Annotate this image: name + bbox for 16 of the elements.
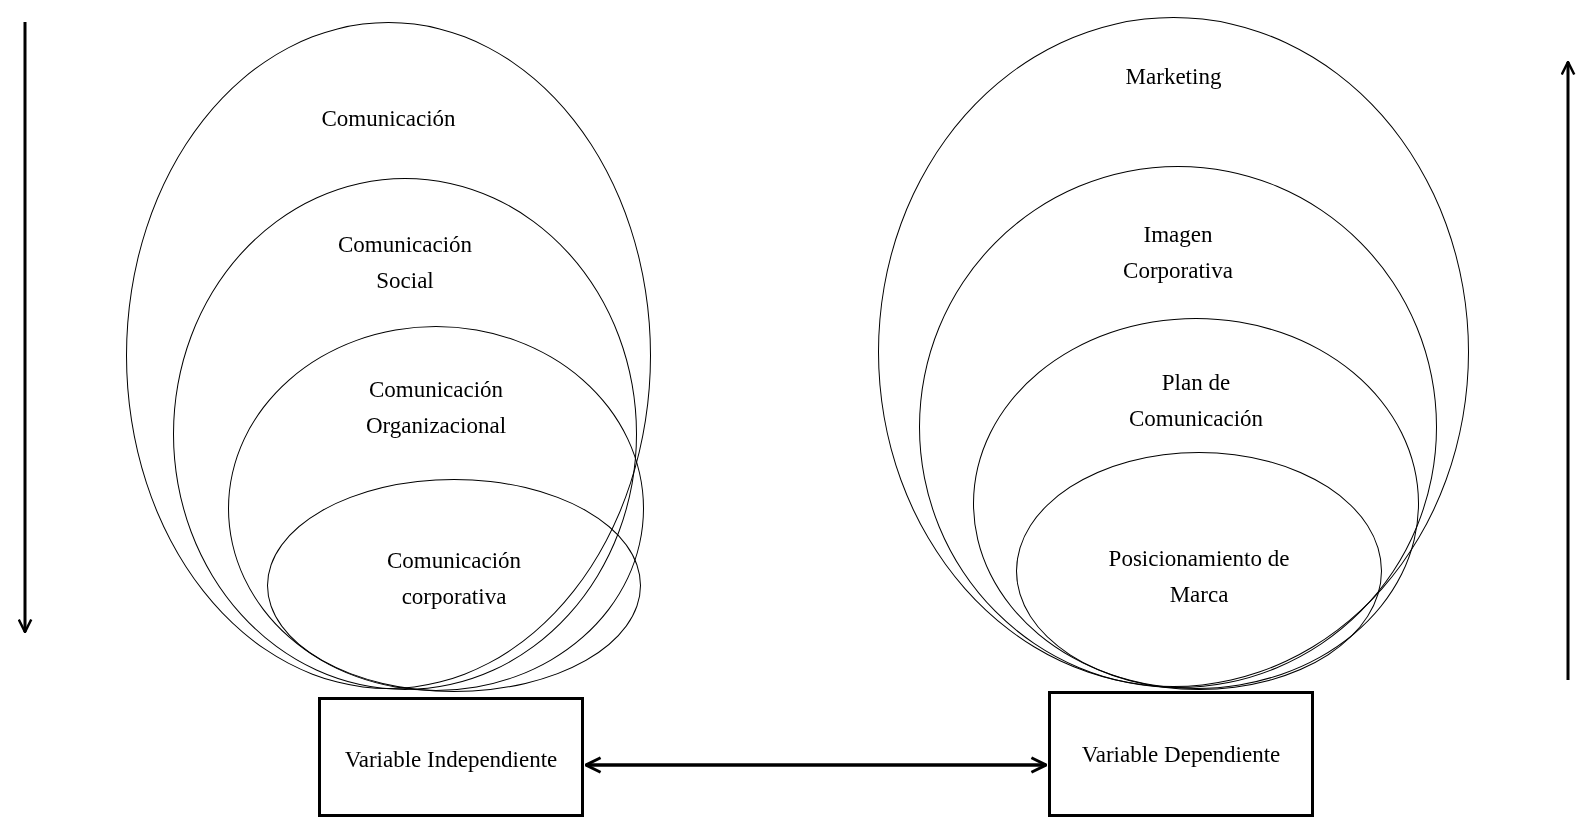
double-arrow <box>584 756 1048 774</box>
ellipse-node <box>973 318 1419 689</box>
node-label: Comunicación <box>320 105 457 134</box>
ellipse-node <box>126 22 651 689</box>
node-label: Variable Dependiente <box>1080 741 1282 770</box>
node-label: Posicionamiento de Marca <box>1107 545 1291 609</box>
node-label: Comunicación Social <box>336 231 474 295</box>
node-label: Imagen Corporativa <box>1122 221 1234 285</box>
variable-box <box>1048 691 1314 817</box>
variable-box <box>318 697 584 817</box>
node-label: Comunicación corporativa <box>385 547 523 611</box>
node-label: Comunicación Organizacional <box>364 376 508 440</box>
node-label: Variable Independiente <box>343 746 559 775</box>
node-label: Marketing <box>1124 63 1223 92</box>
node-label: Plan de Comunicación <box>1127 369 1265 433</box>
ellipse-node <box>267 479 641 692</box>
